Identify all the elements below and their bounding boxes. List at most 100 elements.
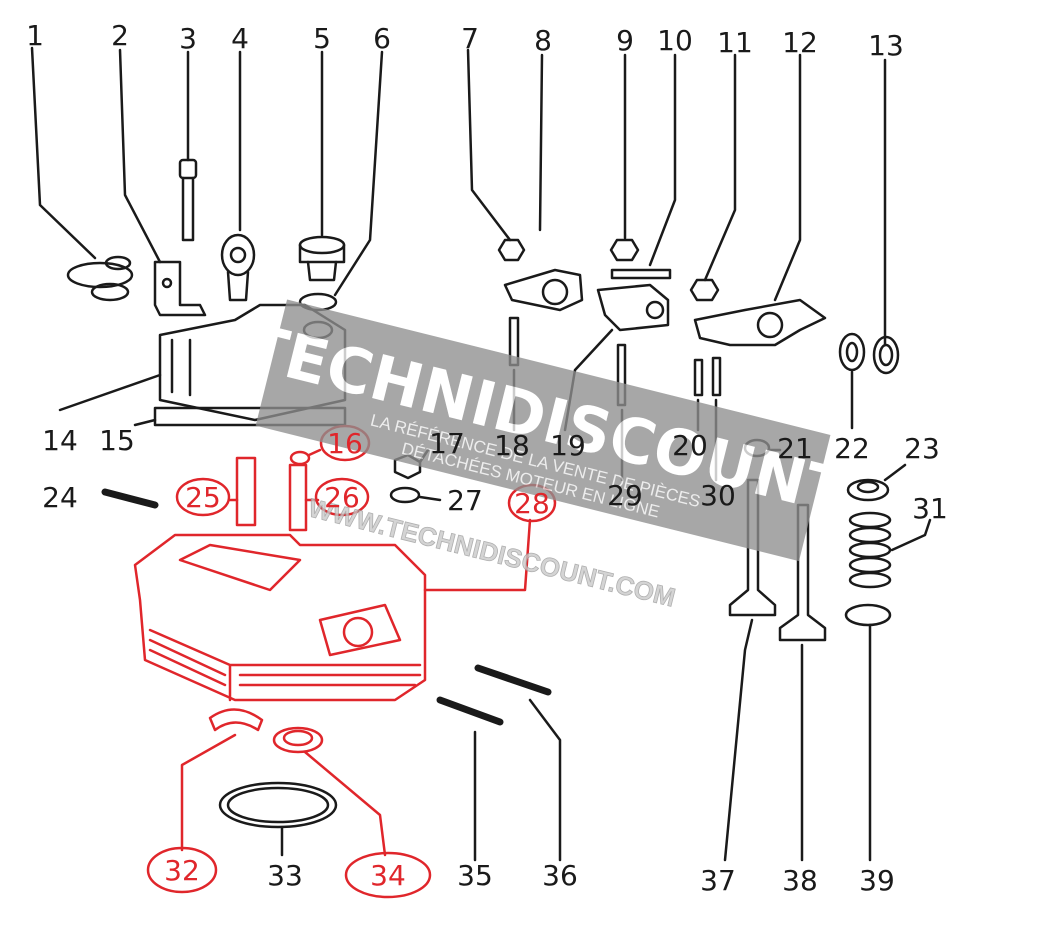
- valve-seat-part-32: [208, 708, 264, 732]
- head-fin-lines: [148, 628, 422, 702]
- label-18: 18: [494, 429, 530, 462]
- banjo-hole: [229, 246, 247, 264]
- washer-part-22: [838, 332, 866, 372]
- label-29: 29: [607, 479, 643, 512]
- nut-part-9: [609, 238, 640, 262]
- leader-23: [883, 463, 907, 482]
- leader-27: [418, 495, 442, 502]
- leader-14: [58, 373, 162, 412]
- bolt-head-part-3: [178, 158, 198, 180]
- nut-part-7: [497, 238, 526, 262]
- oring-part-33: [218, 781, 338, 829]
- washer-hole-22: [845, 341, 859, 363]
- washer-part-13: [872, 335, 900, 375]
- leader-7: [466, 48, 512, 242]
- screw-part-30: [711, 356, 722, 397]
- cylinder-head-part-28: [133, 533, 427, 702]
- block-hole: [645, 300, 665, 320]
- label-15: 15: [99, 424, 135, 457]
- head-fins-left: [148, 638, 227, 687]
- label-1: 1: [26, 19, 44, 52]
- label-22: 22: [834, 432, 870, 465]
- label-6: 6: [373, 22, 391, 55]
- label-39: 39: [859, 864, 895, 897]
- plug-thread: [306, 260, 338, 282]
- label-34: 34: [370, 859, 406, 892]
- seal-part-16: [289, 450, 311, 466]
- label-32: 32: [164, 854, 200, 887]
- leader-15: [133, 418, 157, 427]
- head-port-hole: [342, 616, 374, 648]
- label-11: 11: [717, 26, 753, 59]
- spring-part-31: [848, 511, 892, 589]
- washer-part-27: [389, 486, 421, 504]
- valve-seat-inner-34: [282, 729, 314, 747]
- leader-37: [723, 618, 754, 862]
- label-37: 37: [700, 864, 736, 897]
- label-4: 4: [231, 22, 249, 55]
- label-36: 36: [542, 859, 578, 892]
- label-31: 31: [912, 492, 948, 525]
- label-3: 3: [179, 22, 197, 55]
- leader-36: [528, 698, 562, 862]
- label-10: 10: [657, 24, 693, 57]
- stud-part-36: [474, 664, 552, 696]
- oring-small-part-1: [90, 282, 130, 302]
- valve-guide-part-25: [235, 456, 257, 527]
- retainer-part-23: [846, 478, 890, 502]
- leader-28: [423, 518, 532, 592]
- plug-body: [298, 243, 346, 264]
- label-14: 14: [42, 424, 78, 457]
- callout-ring-25: [175, 477, 231, 517]
- oring-part-1: [66, 261, 134, 289]
- rocker-pivot-12: [756, 311, 784, 339]
- callout-ring-26: [314, 477, 370, 517]
- label-16: 16: [327, 427, 363, 460]
- leader-8: [538, 53, 544, 232]
- leader-11: [703, 53, 737, 282]
- label-27: 27: [447, 484, 483, 517]
- label-19: 19: [550, 429, 586, 462]
- label-33: 33: [267, 859, 303, 892]
- valve-part-38: [778, 503, 827, 642]
- bracket-hole: [161, 277, 173, 289]
- label-2: 2: [111, 19, 129, 52]
- leader-2: [118, 48, 162, 264]
- nut-part-11: [689, 278, 720, 302]
- watermark-band: [255, 299, 831, 562]
- screw-part-20: [693, 358, 704, 397]
- label-35: 35: [457, 859, 493, 892]
- pin-part-10: [610, 268, 672, 280]
- label-9: 9: [616, 24, 634, 57]
- head-chamber: [178, 543, 302, 592]
- rocker-pivot-8: [541, 278, 569, 306]
- leader-34: [303, 750, 387, 857]
- washer-hole-13: [878, 343, 894, 367]
- label-24: 24: [42, 481, 78, 514]
- label-21: 21: [777, 432, 813, 465]
- head-fins-bottom: [238, 673, 422, 687]
- label-38: 38: [782, 864, 818, 897]
- leader-6: [333, 50, 384, 297]
- callout-ring-32: [146, 846, 218, 894]
- leader-32: [180, 733, 237, 852]
- oring-inner-33: [226, 786, 330, 824]
- label-26: 26: [324, 481, 360, 514]
- callout-ring-34: [344, 851, 432, 899]
- washer-part-39: [844, 603, 892, 627]
- retainer-center: [856, 480, 880, 494]
- cover-ribs: [170, 338, 192, 397]
- rocker-arm-part-12: [693, 298, 827, 347]
- stud-part-35: [436, 696, 504, 726]
- label-30: 30: [700, 479, 736, 512]
- head-port: [318, 603, 402, 657]
- stud-part-24: [101, 488, 159, 509]
- bracket-part-2: [153, 260, 207, 317]
- banjo-part-4: [220, 233, 256, 277]
- label-25: 25: [185, 481, 221, 514]
- label-7: 7: [461, 22, 479, 55]
- leader-10: [648, 53, 677, 267]
- label-17: 17: [429, 427, 465, 460]
